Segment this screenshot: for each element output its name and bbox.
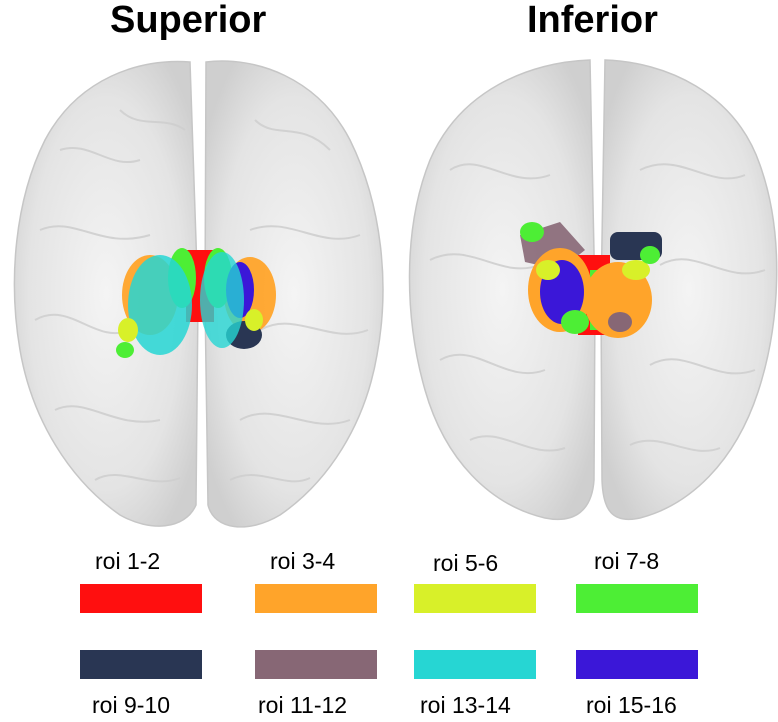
legend-swatch-roi-5-6: [414, 584, 536, 613]
legend-label-roi-3-4: roi 3-4: [270, 548, 336, 574]
superior-view-title: Superior: [110, 0, 267, 41]
superior-gyri: [34, 109, 369, 483]
superior-brain: [13, 60, 384, 528]
legend-swatch-roi-11-12: [255, 650, 377, 679]
legend-swatch-roi-1-2: [80, 584, 202, 613]
legend-swatch-roi-15-16: [576, 650, 698, 679]
inferior-right-hemisphere: [600, 59, 778, 521]
legend-label-roi-5-6: roi 5-6: [433, 550, 499, 576]
inferior-brain: [408, 59, 778, 521]
superior-right-hemisphere: [204, 60, 384, 528]
legend-label-roi-13-14: roi 13-14: [420, 692, 511, 718]
legend-swatch-roi-13-14: [414, 650, 536, 679]
inferior-view-title: Inferior: [527, 0, 658, 41]
superior-left-hemisphere: [13, 60, 199, 527]
legend-swatch-roi-7-8: [576, 584, 698, 613]
legend-label-roi-1-2: roi 1-2: [95, 548, 161, 574]
legend-label-roi-11-12: roi 11-12: [258, 692, 348, 718]
inferior-rois: [520, 222, 662, 338]
superior-rois: [116, 248, 276, 358]
brain-renderings: [13, 59, 778, 528]
legend-swatch-roi-3-4: [255, 584, 377, 613]
legend-swatch-roi-9-10: [80, 650, 202, 679]
legend-label-roi-15-16: roi 15-16: [586, 692, 677, 718]
inferior-gyri: [429, 163, 766, 452]
legend-label-roi-7-8: roi 7-8: [594, 548, 660, 574]
legend-label-roi-9-10: roi 9-10: [92, 692, 170, 718]
